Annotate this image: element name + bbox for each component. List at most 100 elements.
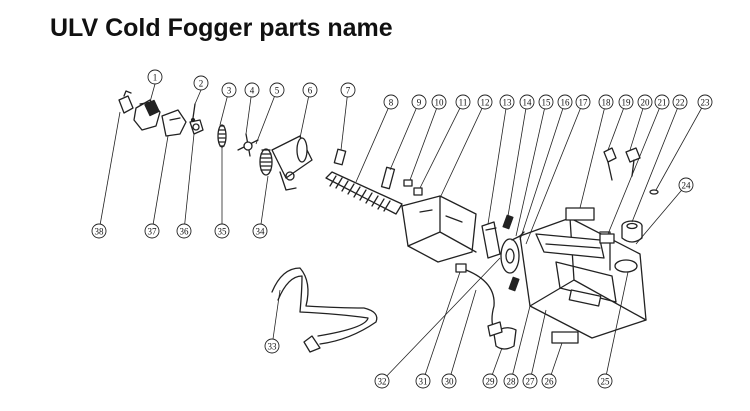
callout-circle — [654, 94, 670, 110]
callout-number: 15 — [542, 98, 552, 108]
callout-circle — [538, 94, 554, 110]
callout-37: 37 — [144, 223, 160, 239]
callout-number: 19 — [622, 98, 632, 108]
part-drawings — [118, 90, 659, 353]
callout-29: 29 — [482, 373, 498, 389]
callout-number: 37 — [148, 227, 158, 237]
callout-number: 30 — [445, 377, 455, 387]
diagram-title: ULV Cold Fogger parts name — [50, 14, 393, 42]
callout-24: 24 — [678, 177, 694, 193]
part-32-impeller — [500, 238, 520, 274]
callout-number: 2 — [199, 79, 204, 89]
callout-10: 10 — [431, 94, 447, 110]
callout-number: 27 — [526, 377, 536, 387]
part-30-cord — [465, 269, 503, 337]
callout-circle — [575, 94, 591, 110]
callout-circle — [193, 75, 209, 91]
callout-circle — [557, 94, 573, 110]
callout-15: 15 — [538, 94, 554, 110]
callout-number: 10 — [435, 98, 445, 108]
callout-circle — [637, 94, 653, 110]
callout-circle — [477, 94, 493, 110]
callout-20: 20 — [637, 94, 653, 110]
callout-circle — [214, 223, 230, 239]
callout-circle — [499, 94, 515, 110]
callout-32: 32 — [374, 373, 390, 389]
callout-12: 12 — [477, 94, 493, 110]
callout-circle — [618, 94, 634, 110]
callout-27: 27 — [522, 373, 538, 389]
callout-circle — [411, 94, 427, 110]
part-23-oring — [649, 189, 659, 195]
callout-number: 14 — [523, 98, 533, 108]
callout-14: 14 — [519, 94, 535, 110]
part-38-cap — [118, 90, 134, 114]
callout-36: 36 — [176, 223, 192, 239]
part-26-label-plate — [551, 331, 579, 344]
callout-23: 23 — [697, 94, 713, 110]
callout-30: 30 — [441, 373, 457, 389]
callout-number: 1 — [153, 73, 158, 83]
callout-3: 3 — [221, 82, 237, 98]
callout-number: 4 — [250, 86, 255, 96]
part-9-rod — [380, 166, 396, 190]
callout-34: 34 — [252, 223, 268, 239]
callout-circle — [455, 94, 471, 110]
callout-number: 18 — [602, 98, 612, 108]
callout-number: 21 — [658, 98, 667, 108]
part-10-cap — [403, 179, 413, 187]
callout-circle — [597, 373, 613, 389]
callout-38: 38 — [91, 223, 107, 239]
part-35-disc — [217, 124, 227, 148]
callout-circle — [374, 373, 390, 389]
callout-circle — [147, 69, 163, 85]
part-36-fitting — [189, 119, 204, 135]
part-8-hose — [325, 171, 403, 215]
callout-number: 28 — [507, 377, 517, 387]
part-17-screw — [508, 276, 520, 292]
callout-19: 19 — [618, 94, 634, 110]
callout-2: 2 — [193, 75, 209, 91]
callout-circle — [340, 82, 356, 98]
callout-number: 38 — [95, 227, 105, 237]
part-34-ring — [259, 148, 273, 176]
callout-33: 33 — [264, 338, 280, 354]
callout-number: 8 — [389, 98, 394, 108]
part-6-t-joint — [271, 135, 313, 191]
callout-number: 13 — [503, 98, 513, 108]
callout-4: 4 — [244, 82, 260, 98]
part-19-switch — [603, 147, 617, 181]
callout-22: 22 — [672, 94, 688, 110]
part-11-cap — [413, 187, 423, 196]
part-20-switch — [625, 147, 641, 177]
part-37-adapter — [161, 109, 187, 137]
part-24-tank-cap — [621, 220, 643, 243]
callout-number: 23 — [701, 98, 711, 108]
callout-circle — [503, 373, 519, 389]
callout-number: 31 — [419, 377, 428, 387]
callout-number: 7 — [346, 86, 351, 96]
callout-number: 5 — [275, 86, 280, 96]
part-33-flexible-hose — [271, 267, 378, 353]
callout-circle — [519, 94, 535, 110]
callout-number: 26 — [545, 377, 555, 387]
callout-6: 6 — [302, 82, 318, 98]
callout-circle — [176, 223, 192, 239]
callout-number: 36 — [180, 227, 190, 237]
callout-number: 24 — [682, 181, 692, 191]
callout-circle — [383, 94, 399, 110]
part-2-pin — [190, 103, 196, 123]
callout-21: 21 — [654, 94, 670, 110]
callout-11: 11 — [455, 94, 471, 110]
callout-1: 1 — [147, 69, 163, 85]
leader-lines — [98, 83, 706, 382]
callout-number: 34 — [256, 227, 266, 237]
callout-18: 18 — [598, 94, 614, 110]
part-31-plug — [455, 263, 467, 273]
callout-number: 12 — [481, 98, 490, 108]
callout-5: 5 — [269, 82, 285, 98]
callout-circle — [482, 373, 498, 389]
callout-number: 20 — [641, 98, 651, 108]
callout-number: 11 — [459, 98, 468, 108]
